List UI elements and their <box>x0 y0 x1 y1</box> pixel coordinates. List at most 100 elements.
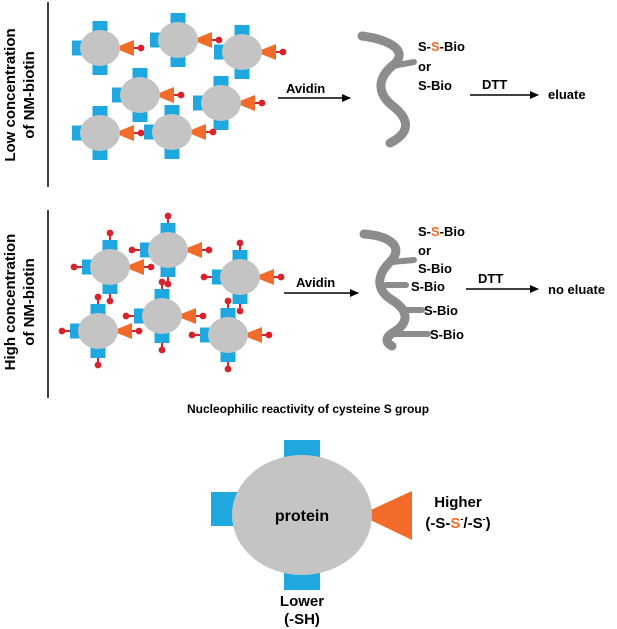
protein-glyph <box>128 212 213 288</box>
protein-body <box>148 232 188 268</box>
biotin-dot <box>70 263 78 271</box>
biotin-dot <box>265 331 273 339</box>
legend-lower-formula: (-SH) <box>284 611 320 628</box>
protein-body <box>80 115 120 151</box>
cysteine-reactive <box>114 40 134 56</box>
protein-glyph <box>200 239 285 315</box>
protein-body <box>120 77 160 113</box>
protein-glyph <box>72 106 145 160</box>
protein-body <box>158 22 198 58</box>
protein-glyph <box>214 25 287 79</box>
cysteine-reactive <box>176 308 196 324</box>
high-protein-cluster <box>58 212 285 373</box>
biotin-dot <box>106 229 114 237</box>
biotin-dot <box>158 278 166 286</box>
biotin-dot <box>177 91 185 99</box>
cysteine-reactive <box>124 259 144 275</box>
high-label-s-bio-1: S-Bio <box>418 261 452 276</box>
biotin-dot <box>277 273 285 281</box>
protein-body <box>208 317 248 353</box>
high-side-label-line2: of NM-biotin <box>21 258 38 345</box>
biotin-dot <box>236 307 244 315</box>
legend-higher-formula: (-S-S-/-S-) <box>425 514 490 532</box>
cysteine-reactive <box>112 323 132 339</box>
cysteine-reactive <box>114 125 134 141</box>
biotin-dot <box>224 297 232 305</box>
cysteine-reactive <box>182 242 202 258</box>
biotin-dot <box>199 312 207 320</box>
biotin-dot <box>58 327 66 335</box>
biotin-dot <box>236 239 244 247</box>
low-avidin-label: Avidin <box>286 81 325 96</box>
biotin-dot <box>106 297 114 305</box>
protein-glyph <box>58 293 143 369</box>
biotin-dot <box>135 327 143 335</box>
cysteine-reactive <box>186 124 206 140</box>
cysteine-reactive <box>154 87 174 103</box>
cysteine-reactive <box>242 327 262 343</box>
high-concentration-panel: High concentration of NM-biotin Avidin S… <box>2 210 605 398</box>
protein-body <box>80 30 120 66</box>
protein-glyph <box>144 105 217 159</box>
high-label-or: or <box>418 243 431 258</box>
protein-body <box>220 259 260 295</box>
biotin-dot <box>147 263 155 271</box>
legend-reactive-cysteine <box>360 491 412 540</box>
legend-title: Nucleophilic reactivity of cysteine S gr… <box>187 402 429 416</box>
protein-body <box>222 34 262 70</box>
protein-glyph <box>70 229 155 305</box>
cysteine-reactive <box>192 32 212 48</box>
low-protein-cluster <box>72 13 287 160</box>
legend-protein <box>232 455 372 575</box>
biotin-dot <box>224 365 232 373</box>
low-concentration-panel: Low concentration of NM-biotin Avidin S-… <box>2 2 586 187</box>
protein-body <box>152 114 192 150</box>
protein-glyph <box>72 21 145 75</box>
low-result: eluate <box>548 87 586 102</box>
low-side-label-line2: of NM-biotin <box>21 51 38 138</box>
reactivity-legend: Nucleophilic reactivity of cysteine S gr… <box>187 402 491 628</box>
biotin-dot <box>158 346 166 354</box>
high-result: no eluate <box>548 282 605 297</box>
low-label-s-s-bio: S-S-Bio <box>418 39 465 54</box>
protein-glyph <box>193 76 266 130</box>
protein-body <box>142 298 182 334</box>
biotin-dot <box>137 129 145 137</box>
biotin-dot <box>164 212 172 220</box>
biotin-dot <box>137 44 145 52</box>
high-dtt-label: DTT <box>478 271 503 286</box>
cysteine-reactive <box>256 44 276 60</box>
high-label-s-s-bio: S-S-Bio <box>418 224 465 239</box>
biotin-dot <box>200 273 208 281</box>
biotin-dot <box>209 128 217 136</box>
high-label-s-bio-2: S-Bio <box>411 279 445 294</box>
biotin-dot <box>164 280 172 288</box>
legend-lower-label: Lower <box>280 593 324 610</box>
protein-body <box>201 85 241 121</box>
biotin-dot <box>94 293 102 301</box>
protein-glyph <box>188 297 273 373</box>
biotin-dot <box>215 36 223 44</box>
cysteine-reactive <box>235 95 255 111</box>
biotin-dot <box>205 246 213 254</box>
protein-glyph <box>122 278 207 354</box>
low-label-or: or <box>418 59 431 74</box>
low-chain-branch <box>390 59 417 69</box>
protein-glyph <box>150 13 223 67</box>
legend-higher-label: Higher <box>434 494 482 511</box>
biotin-dot <box>188 331 196 339</box>
biotin-dot <box>279 48 287 56</box>
low-dtt-label: DTT <box>482 77 507 92</box>
protein-body <box>90 249 130 285</box>
protein-body <box>78 313 118 349</box>
low-side-label-line1: Low concentration <box>2 28 19 161</box>
low-label-s-bio: S-Bio <box>418 78 452 93</box>
biotin-dot <box>258 99 266 107</box>
biotin-dot <box>122 312 130 320</box>
high-side-label-line1: High concentration <box>2 234 19 371</box>
protein-glyph <box>112 68 185 122</box>
high-avidin-chain <box>359 229 410 351</box>
cysteine-reactive <box>254 269 274 285</box>
high-label-s-bio-4: S-Bio <box>430 327 464 342</box>
